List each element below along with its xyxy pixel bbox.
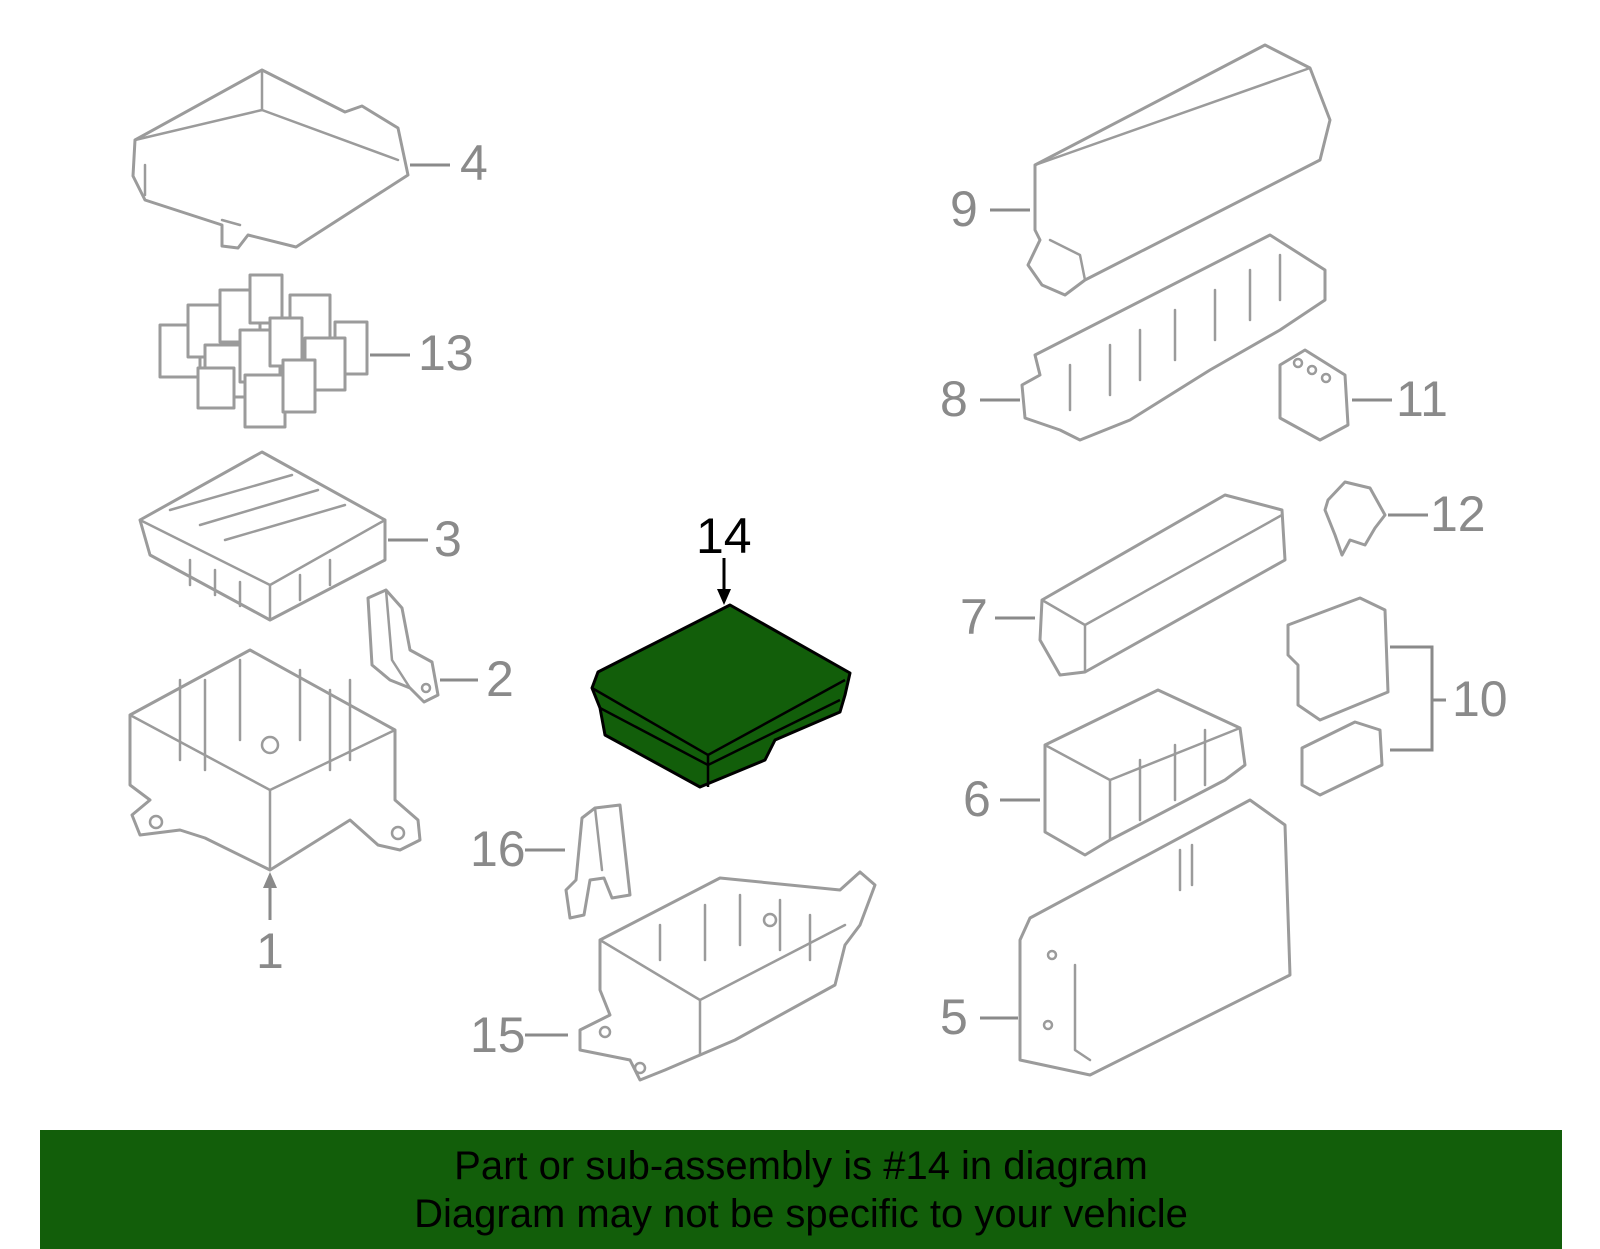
part-9-long-cover[interactable] <box>1026 43 1332 297</box>
part-13-relays[interactable] <box>158 273 369 429</box>
callout-14: 14 <box>696 508 752 564</box>
part-6-junction-block[interactable] <box>1043 688 1247 857</box>
leader-10 <box>1390 645 1446 752</box>
callout-4: 4 <box>460 135 488 191</box>
part-11-relay[interactable] <box>1278 348 1350 442</box>
part-4-cover[interactable] <box>131 68 410 250</box>
part-2-bracket[interactable] <box>366 588 440 704</box>
banner-line-2: Diagram may not be specific to your vehi… <box>414 1191 1188 1236</box>
part-14-highlighted[interactable] <box>590 603 852 789</box>
callout-7: 7 <box>960 589 988 645</box>
callout-9: 9 <box>950 181 978 237</box>
parts-diagram: 4 13 3 2 <box>128 43 1508 1082</box>
part-10-relays[interactable] <box>1286 596 1390 797</box>
part-16-bracket[interactable] <box>564 803 632 920</box>
arrow-14 <box>717 589 731 605</box>
banner-line-1: Part or sub-assembly is #14 in diagram <box>454 1143 1148 1188</box>
callout-12: 12 <box>1430 486 1486 542</box>
info-banner: Part or sub-assembly is #14 in diagram D… <box>40 1130 1562 1249</box>
part-1-lower-housing[interactable] <box>128 648 422 872</box>
callout-16: 16 <box>470 821 526 877</box>
callout-13: 13 <box>418 325 474 381</box>
callout-10: 10 <box>1452 671 1508 727</box>
callout-11: 11 <box>1396 371 1448 427</box>
part-5-module[interactable] <box>1018 798 1292 1077</box>
part-3-fuse-block[interactable] <box>138 450 387 622</box>
callout-5: 5 <box>940 989 968 1045</box>
part-15-tray[interactable] <box>578 870 877 1082</box>
callout-8: 8 <box>940 371 968 427</box>
arrow-1 <box>263 872 277 888</box>
callout-6: 6 <box>963 771 991 827</box>
callout-3: 3 <box>434 511 462 567</box>
part-7-fuse-strip[interactable] <box>1038 493 1287 677</box>
part-12-connector[interactable] <box>1323 480 1387 557</box>
part-8-relay-block[interactable] <box>1020 233 1327 442</box>
callout-15: 15 <box>470 1007 526 1063</box>
callout-2: 2 <box>486 651 514 707</box>
callout-1: 1 <box>256 923 284 979</box>
